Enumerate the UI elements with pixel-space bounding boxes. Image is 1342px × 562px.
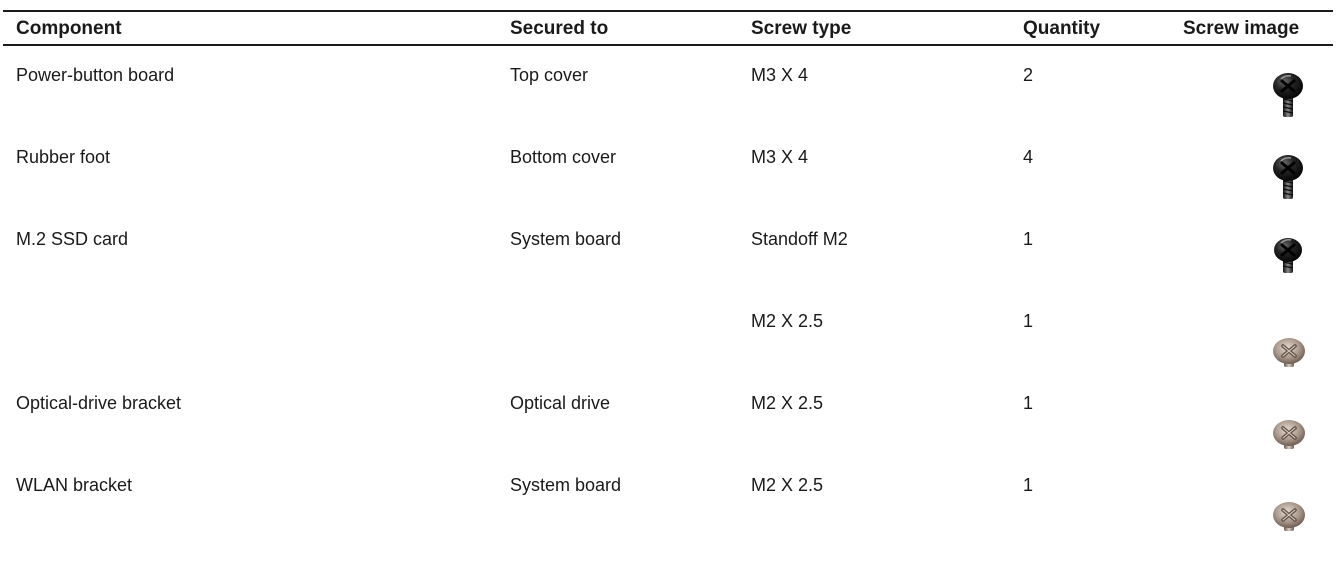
- header-screw-type: Screw type: [751, 18, 852, 39]
- table-row: WLAN bracket System board M2 X 2.5 1: [3, 456, 1333, 538]
- cell-quantity: 2: [1023, 65, 1034, 85]
- black-screw-icon: [1273, 73, 1303, 117]
- cell-screw-type: M2 X 2.5: [751, 475, 824, 495]
- cell-component: Power-button board: [16, 65, 175, 85]
- cell-screw-type: M2 X 2.5: [751, 393, 824, 413]
- header-component: Component: [16, 18, 122, 39]
- cell-quantity: 1: [1023, 311, 1034, 331]
- silver-screw-icon: [1273, 420, 1305, 449]
- table-row: Power-button board Top cover M3 X 4 2: [3, 46, 1333, 128]
- black-standoff-screw-icon: [1274, 238, 1302, 273]
- table-row: Optical-drive bracket Optical drive M2 X…: [3, 374, 1333, 456]
- cell-secured-to: Top cover: [510, 65, 589, 85]
- table-row: M2 X 2.5 1: [3, 292, 1333, 374]
- cell-component: WLAN bracket: [16, 475, 133, 495]
- silver-screw-icon: [1273, 338, 1305, 367]
- header-secured-to: Secured to: [510, 18, 609, 39]
- cell-quantity: 1: [1023, 475, 1034, 495]
- silver-screw-icon: [1273, 502, 1305, 531]
- cell-component: Optical-drive bracket: [16, 393, 182, 413]
- table-row: M.2 SSD card System board Standoff M2 1: [3, 210, 1333, 292]
- header-screw-image: Screw image: [1183, 18, 1300, 39]
- cell-quantity: 1: [1023, 393, 1034, 413]
- cell-screw-type: M3 X 4: [751, 147, 809, 167]
- cell-secured-to: Bottom cover: [510, 147, 617, 167]
- header-quantity: Quantity: [1023, 18, 1101, 39]
- cell-screw-type: M2 X 2.5: [751, 311, 824, 331]
- cell-component: M.2 SSD card: [16, 229, 129, 249]
- table-header: Component Secured to Screw type Quantity…: [3, 10, 1333, 46]
- cell-secured-to: System board: [510, 229, 622, 249]
- cell-screw-type: M3 X 4: [751, 65, 809, 85]
- cell-quantity: 4: [1023, 147, 1034, 167]
- cell-component: Rubber foot: [16, 147, 111, 167]
- black-screw-icon: [1273, 155, 1303, 199]
- cell-secured-to: Optical drive: [510, 393, 611, 413]
- cell-quantity: 1: [1023, 229, 1034, 249]
- cell-secured-to: System board: [510, 475, 622, 495]
- cell-screw-type: Standoff M2: [751, 229, 848, 249]
- screw-table: Component Secured to Screw type Quantity…: [3, 10, 1333, 538]
- table-row: Rubber foot Bottom cover M3 X 4 4: [3, 128, 1333, 210]
